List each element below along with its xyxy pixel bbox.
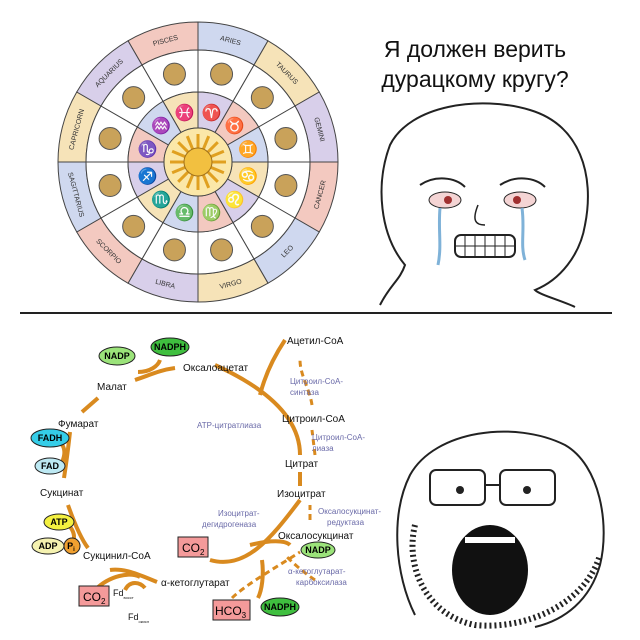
sun-ray: [201, 135, 211, 150]
zodiac-figure-virgo: [210, 238, 234, 262]
caption-line-2: дурацкому кругу?: [381, 66, 569, 92]
sun-ray: [206, 170, 219, 183]
enzyme-osr-1: Оксалосукцинат-: [318, 507, 381, 516]
zodiac-figure-capricorn: [98, 126, 122, 150]
cofactor-fadh: FADH: [38, 433, 63, 443]
enzyme-akgc-2: карбоксилаза: [296, 578, 347, 587]
label-acetyl-coa: Ацетил-CoA: [287, 336, 344, 347]
sun-ray: [210, 149, 225, 159]
zodiac-figure-gemini: [274, 126, 298, 150]
zodiac-figure-sagittarius: [98, 174, 122, 198]
cofactor-adp: ADP: [38, 541, 57, 551]
sun-ray: [185, 174, 195, 189]
zodiac-figure-aries: [210, 62, 234, 86]
enzyme-citroyl-lyase-1: Цитроил-CoA-: [312, 433, 365, 442]
zodiac-glyph-gemini: ♊: [238, 140, 258, 159]
zodiac-glyph-cancer: ♋: [238, 166, 258, 185]
zodiac-figure-libra: [162, 238, 186, 262]
sun-ray: [201, 174, 211, 189]
enzyme-osr-2: редуктаза: [327, 518, 365, 527]
crying-wojak-illustration: [379, 102, 589, 308]
enzyme-citroyl-lyase-2: лиаза: [312, 444, 334, 453]
zodiac-glyph-aries: ♈: [201, 103, 221, 122]
divider-line: [20, 312, 612, 314]
fd-reduced: Fdвосст: [113, 588, 134, 600]
cofactor-nadp-right: NADP: [305, 545, 331, 555]
zodiac-glyph-libra: ♎: [175, 203, 195, 222]
meme-caption: Я должен верить дурацкому кругу?: [340, 34, 610, 94]
cofactors: NADP NADPH FADH FAD ATP ADP Pi NADP NADP…: [30, 337, 336, 617]
zodiac-figure-leo: [250, 214, 274, 238]
label-isocitrate: Изоцитрат: [277, 489, 326, 500]
cofactor-atp: ATP: [50, 517, 67, 527]
zodiac-glyph-sagittarius: ♐: [138, 166, 158, 185]
zodiac-glyph-virgo: ♍: [201, 203, 221, 222]
hco3-box: HCO3: [215, 604, 247, 620]
enzyme-idh-1: Изоцитрат-: [218, 509, 260, 518]
sun-ray: [185, 135, 195, 150]
label-citroyl-coa: Цитроил-CoA: [282, 414, 345, 425]
cofactor-pi: Pi: [67, 541, 75, 553]
sun-face-icon: [183, 147, 213, 177]
cofactor-nadp-top: NADP: [104, 351, 130, 361]
zodiac-glyph-aquarius: ♒: [151, 116, 171, 135]
zodiac-glyph-capricorn: ♑: [138, 140, 158, 159]
label-succinate: Сукцинат: [40, 488, 84, 499]
zodiac-glyph-taurus: ♉: [225, 116, 245, 135]
label-fumarate: Фумарат: [58, 419, 99, 430]
zodiac-figure-taurus: [250, 86, 274, 110]
fd-oxidized: Fdокисл: [128, 612, 150, 624]
co2-mid: CO2: [182, 541, 205, 557]
sun-ray: [206, 141, 219, 154]
cofactor-fad: FAD: [41, 461, 60, 471]
zodiac-glyph-pisces: ♓: [175, 103, 195, 122]
enzyme-atp-citrate-lyase: ATP-цитратлиаза: [197, 421, 262, 430]
zodiac-figure-aquarius: [122, 86, 146, 110]
enzyme-labels: Цитроил-CoA- синтаза ATP-цитратлиаза Цит…: [197, 377, 381, 587]
label-citrate: Цитрат: [285, 459, 318, 470]
zodiac-wheel: PISCES♓ARIES♈TAURUS♉GEMINI♊CANCER♋LEO♌VI…: [57, 21, 339, 303]
cofactor-nadph-top: NADPH: [154, 342, 186, 352]
enzyme-akgc-1: α-кетоглутарат-: [288, 567, 346, 576]
sun-ray: [177, 170, 190, 183]
enzyme-idh-2: дегидрогеназа: [202, 520, 257, 529]
label-alpha-ketoglutarate: α-кетоглутарат: [161, 578, 230, 589]
zodiac-figure-scorpio: [122, 214, 146, 238]
zodiac-figure-cancer: [274, 174, 298, 198]
caption-line-1: Я должен верить: [383, 36, 567, 62]
sun-ray: [171, 165, 186, 175]
co2-left: CO2: [83, 590, 106, 606]
metabolite-labels: Ацетил-CoA Оксалоацетат Малат Фумарат Су…: [40, 336, 354, 589]
sun-ray: [210, 165, 225, 175]
sun-ray: [177, 141, 190, 154]
label-succinyl-coa: Сукцинил-CoA: [83, 551, 151, 562]
cofactor-nadph-bottom: NADPH: [264, 602, 296, 612]
reverse-tca-cycle-diagram: Ацетил-CoA Оксалоацетат Малат Фумарат Су…: [30, 336, 381, 624]
enzyme-citroyl-synthase-2: синтаза: [290, 388, 319, 397]
soyjak-illustration: [396, 430, 605, 629]
label-oxalosuccinate: Оксалосукцинат: [278, 531, 354, 542]
zodiac-figure-pisces: [162, 62, 186, 86]
sun-ray: [171, 149, 186, 159]
zodiac-glyph-scorpio: ♏: [151, 190, 171, 209]
label-malate: Малат: [97, 382, 127, 393]
pathway-arrows: [42, 338, 302, 599]
co2-boxes: CO2 CO2 HCO3: [78, 536, 251, 621]
enzyme-citroyl-synthase-1: Цитроил-CoA-: [290, 377, 343, 386]
zodiac-glyph-leo: ♌: [225, 190, 245, 209]
label-oxaloacetate: Оксалоацетат: [183, 363, 249, 374]
